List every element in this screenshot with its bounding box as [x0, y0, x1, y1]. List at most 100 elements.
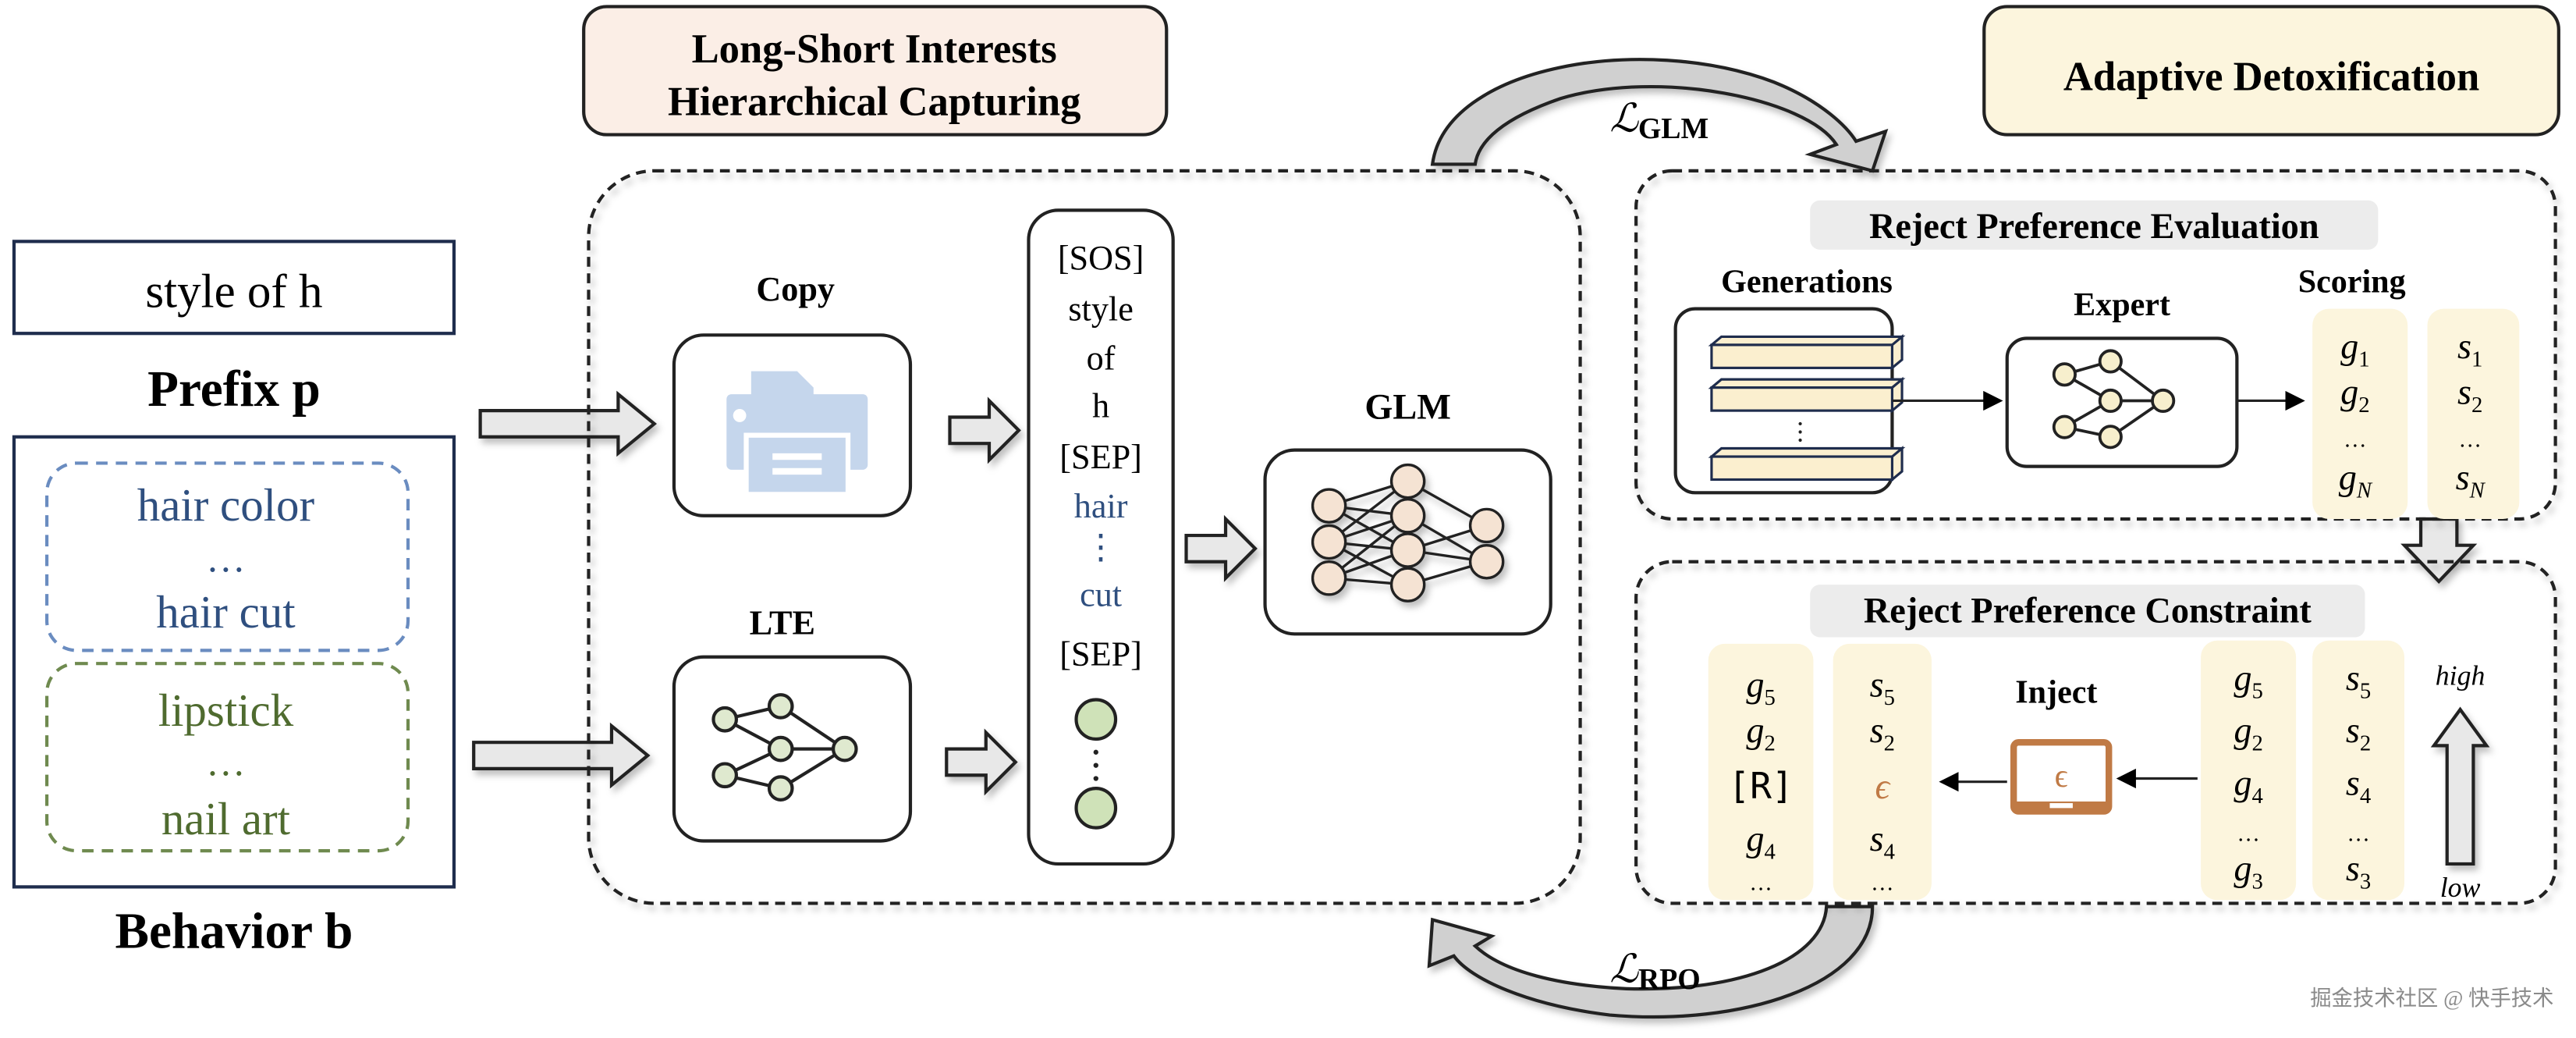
module1-container — [587, 169, 1582, 905]
prefix-label: Prefix p — [147, 361, 321, 418]
token-sequence — [1027, 208, 1175, 866]
sequence-item: s4 — [1870, 819, 1895, 865]
input-s-column — [2312, 640, 2405, 901]
sequence-item: s2 — [1870, 711, 1895, 756]
sequence-item: g2 — [1746, 711, 1775, 756]
sequence-item: s3 — [2346, 849, 2371, 894]
constraint-title-bg — [1810, 585, 2365, 638]
scoring-s-column — [2427, 308, 2520, 519]
expert-label: Expert — [2074, 287, 2170, 323]
rpo-loss-label: ℒRPO — [1609, 947, 1700, 995]
sequence-item: s4 — [2346, 764, 2371, 809]
constraint-title: Reject Preference Constraint — [1864, 592, 2312, 631]
scoring-label: Scoring — [2298, 265, 2406, 300]
block-arrow-right — [948, 396, 1021, 464]
lte-label: LTE — [750, 603, 815, 642]
constraint-container — [1634, 560, 2557, 905]
output-s-column — [1833, 643, 1932, 901]
embedding-token-icon — [1074, 698, 1118, 741]
sequence-item: g4 — [1746, 819, 1775, 865]
long-short-interests-module: Long-Short Interests Hierarchical Captur… — [582, 5, 1582, 905]
token: ⋮ — [1084, 528, 1118, 567]
token: h — [1092, 387, 1109, 425]
sequence-item: g2 — [2234, 711, 2262, 756]
generation-bars — [1708, 334, 1906, 482]
token: cut — [1080, 576, 1123, 614]
token: [SOS] — [1058, 239, 1144, 277]
behavior-item: hair cut — [156, 586, 296, 638]
generations-label: Generations — [1721, 265, 1893, 300]
inject-label: Inject — [2015, 675, 2097, 711]
token: [SEP] — [1059, 438, 1142, 476]
block-arrow-right — [945, 728, 1018, 796]
module1-title-box — [582, 5, 1169, 137]
behavior-group-makeup — [44, 662, 410, 853]
behavior-group-hair — [44, 461, 410, 652]
block-arrow-right — [472, 722, 651, 789]
behavior-section: hair color … hair cut lipstick … nail ar… — [12, 435, 456, 959]
input-g-column — [2201, 640, 2297, 901]
module2-title: Adaptive Detoxification — [2063, 55, 2479, 100]
sequence-item: s5 — [1870, 665, 1895, 710]
sequence-item: sN — [2456, 458, 2486, 503]
block-arrow-right — [478, 390, 658, 457]
module1-title-line1: Long-Short Interests — [692, 27, 1057, 72]
behavior-label: Behavior b — [115, 903, 353, 959]
sequence-item: … — [2344, 427, 2366, 452]
sequence-item: … — [2347, 821, 2369, 846]
epsilon-symbol: ϵ — [2055, 759, 2068, 794]
module1-title-line2: Hierarchical Capturing — [668, 79, 1080, 124]
sequence-item: … — [1749, 871, 1772, 896]
sequence-item: s5 — [2346, 659, 2371, 704]
rpo-loss-arrow — [1427, 905, 1875, 1019]
token: hair — [1074, 487, 1128, 525]
token: style — [1068, 290, 1133, 328]
behavior-item: … — [206, 740, 246, 784]
low-label: low — [2440, 872, 2481, 903]
behavior-item: nail art — [161, 793, 291, 844]
prefix-box — [12, 240, 456, 336]
sequence-item: g4 — [2234, 764, 2262, 809]
behavior-item: … — [206, 536, 246, 580]
sequence-item: s2 — [2457, 373, 2482, 418]
output-g-column — [1708, 643, 1814, 901]
printer-icon — [726, 371, 868, 497]
scoring-g-column — [2312, 308, 2408, 519]
sequence-item: [R] — [1728, 765, 1794, 807]
vertical-ellipsis-icon — [1093, 749, 1098, 781]
prefix-text: style of h — [145, 266, 322, 318]
sequence-item: g2 — [2340, 373, 2369, 418]
sequence-item: g1 — [2340, 327, 2369, 372]
embedding-token-icon — [1074, 787, 1118, 830]
evaluation-container — [1634, 169, 2557, 521]
module2-title-box — [1982, 5, 2560, 137]
sequence-item: s1 — [2457, 327, 2482, 372]
glm-label: GLM — [1364, 388, 1451, 428]
token: of — [1087, 339, 1116, 377]
block-arrow-down — [2400, 517, 2478, 585]
token: [SEP] — [1059, 635, 1142, 673]
sequence-item: … — [2458, 427, 2481, 452]
expert-network-icon — [2052, 349, 2176, 450]
sequence-item: g5 — [2234, 659, 2262, 704]
sequence-item: … — [2237, 821, 2259, 846]
sequence-item: s2 — [2346, 711, 2371, 756]
behavior-item: lipstick — [158, 684, 294, 736]
copy-label: Copy — [756, 270, 835, 308]
evaluation-title-bg — [1810, 200, 2379, 250]
lte-network-icon — [711, 693, 858, 802]
prefix-section: style of h Prefix p — [12, 240, 456, 418]
glm-loss-label: ℒGLM — [1609, 96, 1708, 144]
sequence-item: g5 — [1746, 665, 1775, 710]
sequence-item: gN — [2339, 458, 2373, 503]
sequence-item: g3 — [2234, 849, 2262, 894]
block-arrow-right — [1184, 514, 1258, 582]
sequence-item: … — [1871, 871, 1893, 896]
sequence-item: ϵ — [1875, 767, 1891, 807]
watermark: 掘金技术社区 @ 快手技术 — [2310, 986, 2553, 1010]
behavior-item: hair color — [137, 479, 315, 531]
glm-network-icon — [1311, 463, 1505, 603]
glm-loss-arrow — [1430, 58, 1889, 173]
high-low-arrow — [2430, 706, 2490, 866]
